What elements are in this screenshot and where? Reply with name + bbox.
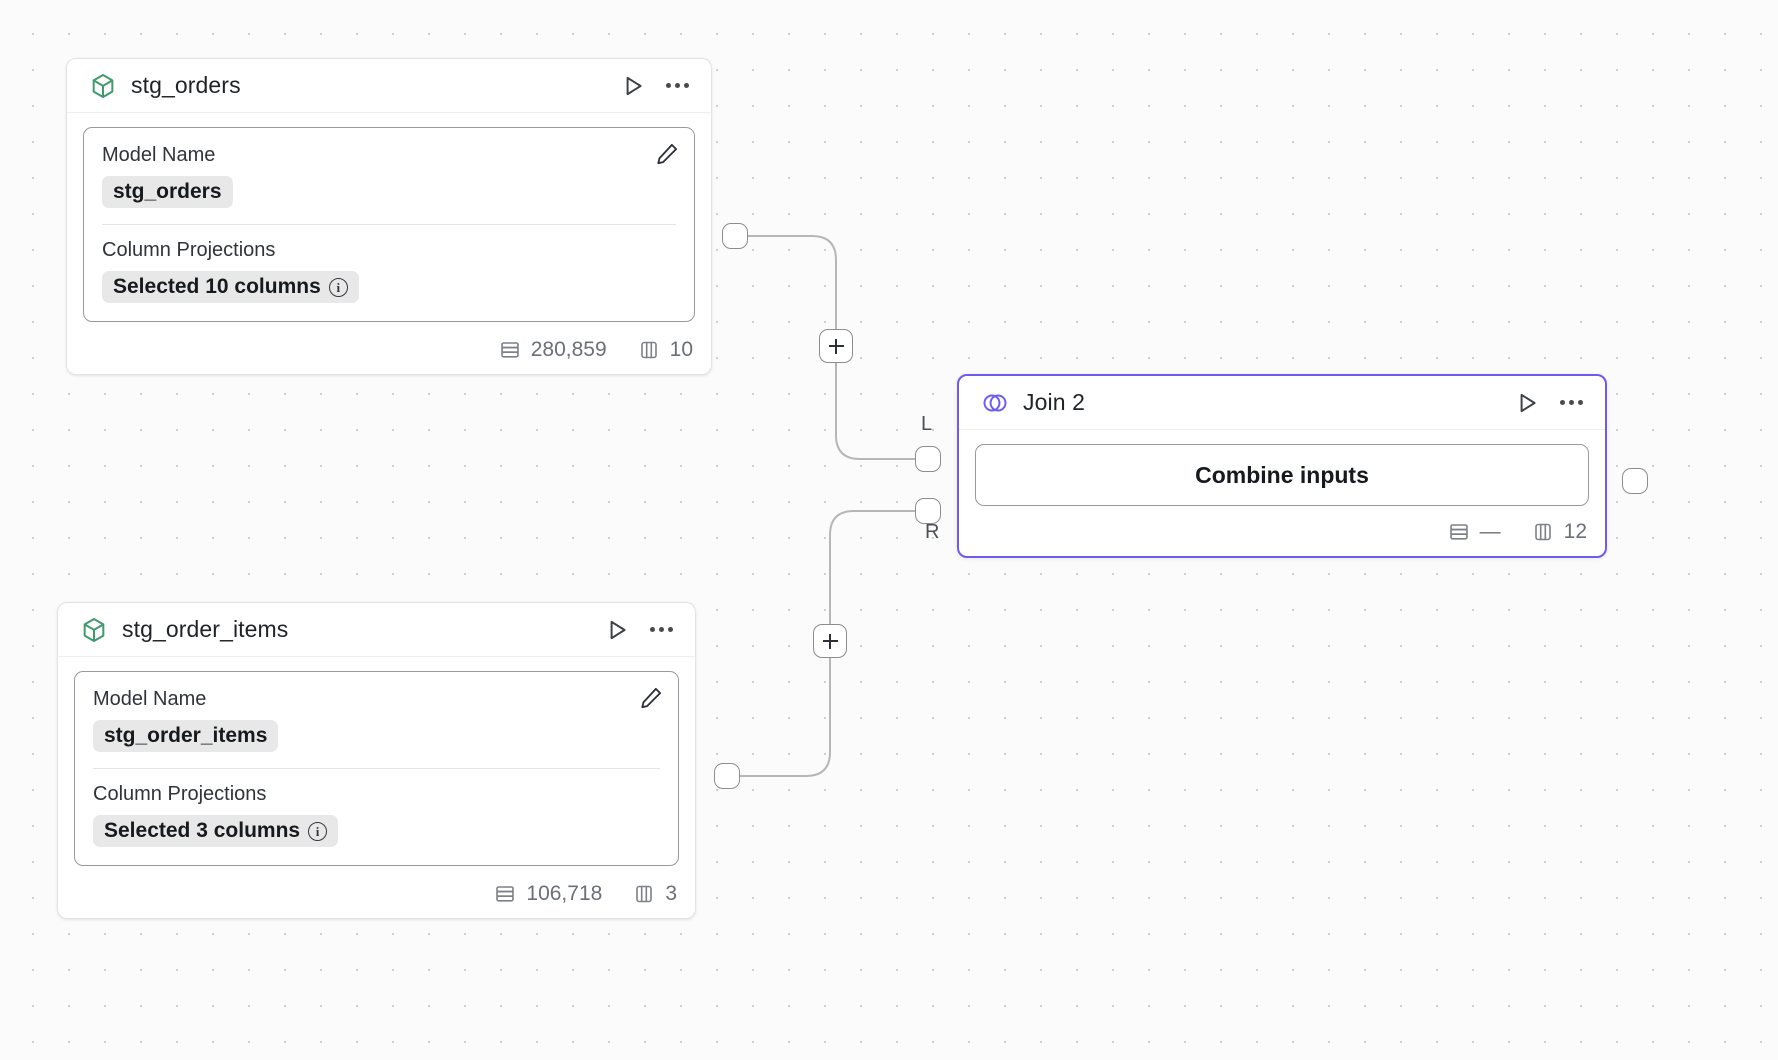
- node-title: stg_order_items: [122, 616, 289, 642]
- run-icon[interactable]: [620, 73, 646, 99]
- pencil-icon[interactable]: [654, 141, 680, 172]
- node-footer: 280,859 10: [67, 328, 711, 374]
- column-projections-value[interactable]: Selected 10 columns i: [102, 271, 359, 303]
- row-count-value: 106,718: [526, 882, 603, 905]
- row-count-stat: —: [1447, 520, 1501, 544]
- node-header-actions: [1514, 390, 1585, 416]
- row-count-stat: 106,718: [493, 882, 602, 906]
- node-body: Model Name stg_orders Column Projections…: [67, 113, 711, 328]
- model-name-value[interactable]: stg_orders: [102, 176, 233, 208]
- model-name-text: stg_orders: [113, 180, 222, 203]
- cube-icon: [80, 616, 108, 644]
- panel-divider: [102, 224, 676, 225]
- info-icon[interactable]: i: [328, 277, 348, 297]
- node-footer: 106,718 3: [58, 872, 695, 918]
- info-icon[interactable]: i: [308, 821, 328, 841]
- right-input-port[interactable]: [915, 498, 941, 524]
- output-port-join-2[interactable]: [1622, 468, 1648, 494]
- row-count-value: —: [1479, 520, 1501, 543]
- column-projections-text: Selected 10 columns: [113, 275, 321, 298]
- cube-icon: [89, 72, 117, 100]
- column-count-stat: 10: [637, 338, 693, 362]
- node-header: Join 2: [959, 376, 1605, 430]
- column-projections-label: Column Projections: [93, 783, 267, 805]
- pencil-icon[interactable]: [638, 685, 664, 716]
- more-icon[interactable]: [648, 621, 675, 638]
- venn-icon: [981, 389, 1009, 417]
- output-port-stg-orders[interactable]: [722, 223, 748, 249]
- column-projections-label: Column Projections: [102, 239, 276, 261]
- node-body: Model Name stg_order_items Column Projec…: [58, 657, 695, 872]
- column-count-stat: 12: [1531, 520, 1587, 544]
- node-header: stg_order_items: [58, 603, 695, 657]
- column-count-value: 12: [1563, 520, 1587, 543]
- right-input-port-label: R: [925, 521, 940, 543]
- node-footer: — 12: [959, 510, 1605, 556]
- run-icon[interactable]: [604, 617, 630, 643]
- node-header-actions: [604, 617, 675, 643]
- node-join-2[interactable]: Join 2 Combine inputs —: [957, 374, 1607, 558]
- node-stg-order-items[interactable]: stg_order_items Model Name: [57, 602, 696, 919]
- node-body: Combine inputs: [959, 430, 1605, 510]
- node-title: Join 2: [1023, 389, 1085, 415]
- panel-divider: [93, 768, 660, 769]
- node-header-actions: [620, 73, 691, 99]
- column-count-value: 3: [665, 882, 677, 905]
- column-count-stat: 3: [632, 882, 677, 906]
- run-icon[interactable]: [1514, 390, 1540, 416]
- model-name-value[interactable]: stg_order_items: [93, 720, 279, 752]
- output-port-stg-order-items[interactable]: [714, 763, 740, 789]
- more-icon[interactable]: [1558, 394, 1585, 411]
- model-name-label: Model Name: [93, 688, 207, 710]
- row-count-value: 280,859: [530, 338, 607, 361]
- left-input-port-label: L: [921, 413, 933, 435]
- model-config-panel: Model Name stg_orders Column Projections…: [83, 127, 695, 322]
- model-config-panel: Model Name stg_order_items Column Projec…: [74, 671, 679, 866]
- add-node-on-edge-button-top[interactable]: [819, 329, 853, 363]
- column-count-value: 10: [669, 338, 693, 361]
- model-name-label: Model Name: [102, 144, 216, 166]
- node-header: stg_orders: [67, 59, 711, 113]
- more-icon[interactable]: [664, 77, 691, 94]
- node-stg-orders[interactable]: stg_orders Model Name stg_o: [66, 58, 712, 375]
- add-node-on-edge-button-bottom[interactable]: [813, 624, 847, 658]
- left-input-port[interactable]: [915, 446, 941, 472]
- column-projections-value[interactable]: Selected 3 columns i: [93, 815, 339, 847]
- model-name-text: stg_order_items: [104, 724, 268, 747]
- node-title: stg_orders: [131, 72, 241, 98]
- column-projections-text: Selected 3 columns: [104, 819, 301, 842]
- combine-inputs-button[interactable]: Combine inputs: [975, 444, 1589, 506]
- row-count-stat: 280,859: [498, 338, 607, 362]
